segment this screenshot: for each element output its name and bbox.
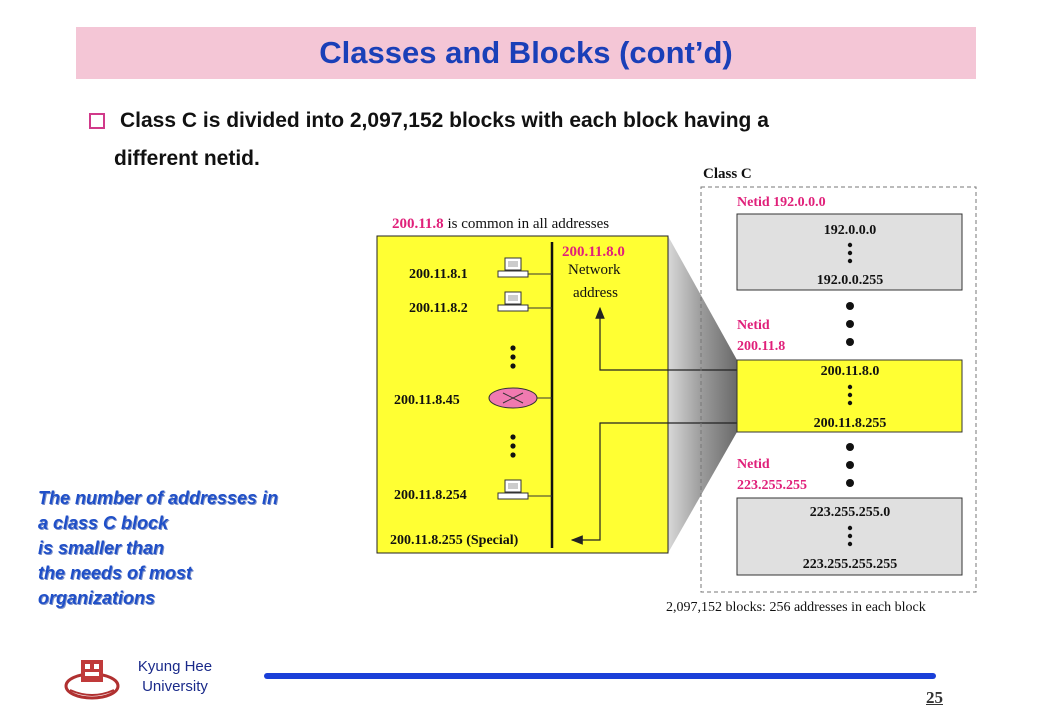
class-c-title: Class C bbox=[703, 166, 752, 182]
university-line-1: Kyung Hee bbox=[137, 658, 213, 675]
host-1-address: 200.11.8.1 bbox=[409, 267, 468, 282]
ellipsis-dots-icon bbox=[847, 525, 853, 547]
block-1-first: 192.0.0.0 bbox=[824, 223, 877, 238]
netid-2-label-line-1: Netid bbox=[737, 318, 770, 333]
block-2-last: 200.11.8.255 bbox=[814, 416, 887, 431]
network-address-value: 200.11.8.0 bbox=[562, 244, 625, 260]
university-logo-icon bbox=[64, 660, 120, 700]
class-c-footer: 2,097,152 blocks: 256 addresses in each … bbox=[666, 600, 926, 615]
note-line: the needs of most bbox=[38, 563, 193, 583]
note-line: The number of addresses in bbox=[38, 488, 279, 508]
note-line: is smaller than bbox=[38, 538, 165, 558]
network-label-line-2: address bbox=[573, 285, 618, 301]
block-1-last: 192.0.0.255 bbox=[817, 273, 884, 288]
bullet-text: Class C is divided into 2,097,152 blocks… bbox=[114, 102, 974, 178]
router-address: 200.11.8.45 bbox=[394, 393, 460, 408]
slide-title: Classes and Blocks (cont’d) bbox=[319, 35, 733, 70]
computer-icon bbox=[497, 257, 552, 278]
note-line: organizations bbox=[38, 588, 156, 608]
ellipsis-dots-icon bbox=[846, 443, 854, 487]
ellipsis-dots-icon bbox=[847, 242, 853, 264]
network-label-line-1: Network bbox=[568, 262, 621, 278]
broadcast-address-arrow bbox=[570, 422, 796, 545]
bullet-square-icon bbox=[89, 113, 105, 129]
block-3-first: 223.255.255.0 bbox=[810, 505, 891, 520]
footer-bar bbox=[264, 673, 936, 679]
netid-2-label-line-2: 200.11.8 bbox=[737, 339, 785, 354]
broadcast-address: 200.11.8.255 (Special) bbox=[390, 533, 519, 548]
bullet-line-2: different netid. bbox=[114, 147, 260, 170]
note-callout: The number of addresses in a class C blo… bbox=[38, 486, 378, 611]
detail-caption: 200.11.8 is common in all addresses bbox=[392, 216, 609, 232]
router-icon bbox=[488, 387, 552, 409]
computer-icon bbox=[497, 291, 552, 312]
university-name: Kyung Hee University bbox=[120, 657, 230, 697]
title-bar bbox=[76, 27, 976, 79]
class-c-container bbox=[700, 186, 977, 593]
netid-3-label-line-2: 223.255.255 bbox=[737, 478, 807, 493]
page-number: 25 bbox=[926, 688, 943, 707]
university-line-2: University bbox=[142, 678, 208, 695]
block-2-first: 200.11.8.0 bbox=[821, 364, 880, 379]
ellipsis-dots-icon bbox=[847, 384, 853, 406]
ellipsis-dots-icon bbox=[510, 434, 516, 458]
ellipsis-dots-icon bbox=[510, 345, 516, 369]
zoom-funnel bbox=[668, 236, 737, 553]
computer-icon bbox=[497, 479, 552, 500]
ellipsis-dots-icon bbox=[846, 302, 854, 346]
bullet-line-1: Class C is divided into 2,097,152 blocks… bbox=[120, 109, 769, 132]
netid-3-label-line-1: Netid bbox=[737, 457, 770, 472]
host-254-address: 200.11.8.254 bbox=[394, 488, 467, 503]
host-2-address: 200.11.8.2 bbox=[409, 301, 468, 316]
netid-1-label: Netid 192.0.0.0 bbox=[737, 195, 826, 210]
block-3-last: 223.255.255.255 bbox=[803, 557, 898, 572]
note-line: a class C block bbox=[38, 513, 169, 533]
